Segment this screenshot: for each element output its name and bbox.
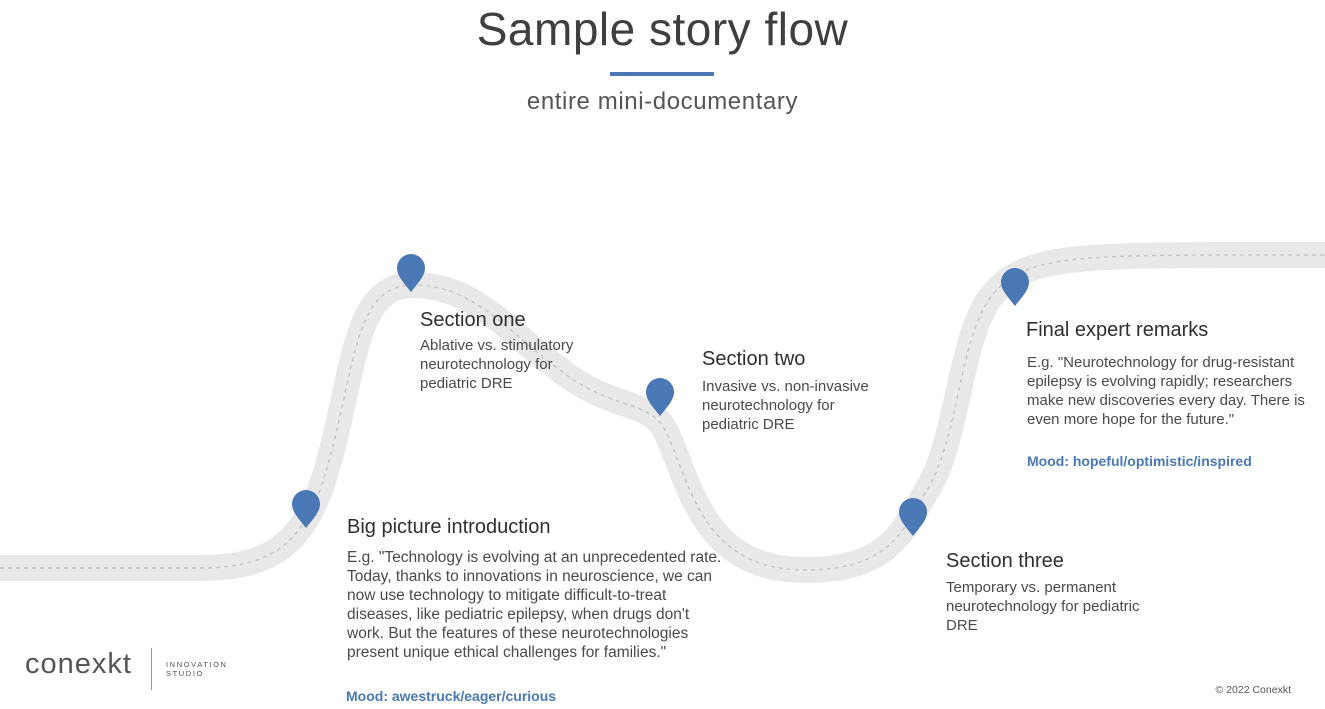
logo-divider <box>151 648 152 690</box>
section-one-body: Ablative vs. stimulatory neurotechnology… <box>420 337 574 392</box>
section-three-title: Section three <box>946 550 1064 572</box>
location-pin-icon <box>646 378 674 416</box>
section-intro-title: Big picture introduction <box>347 516 551 538</box>
location-pin-icon <box>292 490 320 528</box>
section-final-mood: Mood: hopeful/optimistic/inspired <box>1027 453 1252 469</box>
section-two-body: Invasive vs. non-invasive neurotechnolog… <box>702 378 869 433</box>
section-one-title: Section one <box>420 309 526 331</box>
location-pin-icon <box>1001 268 1029 306</box>
page-subtitle: entire mini-documentary <box>526 88 799 115</box>
section-two-title: Section two <box>702 348 806 370</box>
road-center-dashes <box>0 254 1325 571</box>
section-intro-body: E.g. "Technology is evolving at an unpre… <box>347 549 722 661</box>
section-final-body: E.g. "Neurotechnology for drug-resistant… <box>1027 354 1305 428</box>
logo: conexkt <box>25 648 132 680</box>
location-pin-icon <box>899 498 927 536</box>
section-intro-mood: Mood: awestruck/eager/curious <box>346 688 557 704</box>
page-title: Sample story flow <box>476 3 849 55</box>
copyright: © 2022 Conexkt <box>1215 684 1291 696</box>
logo-subtext: INNOVATION STUDIO <box>166 660 228 678</box>
section-three-body: Temporary vs. permanent neurotechnology … <box>946 579 1140 634</box>
section-final-title: Final expert remarks <box>1026 319 1209 341</box>
location-pin-icon <box>397 254 425 292</box>
title-underline <box>610 72 714 76</box>
